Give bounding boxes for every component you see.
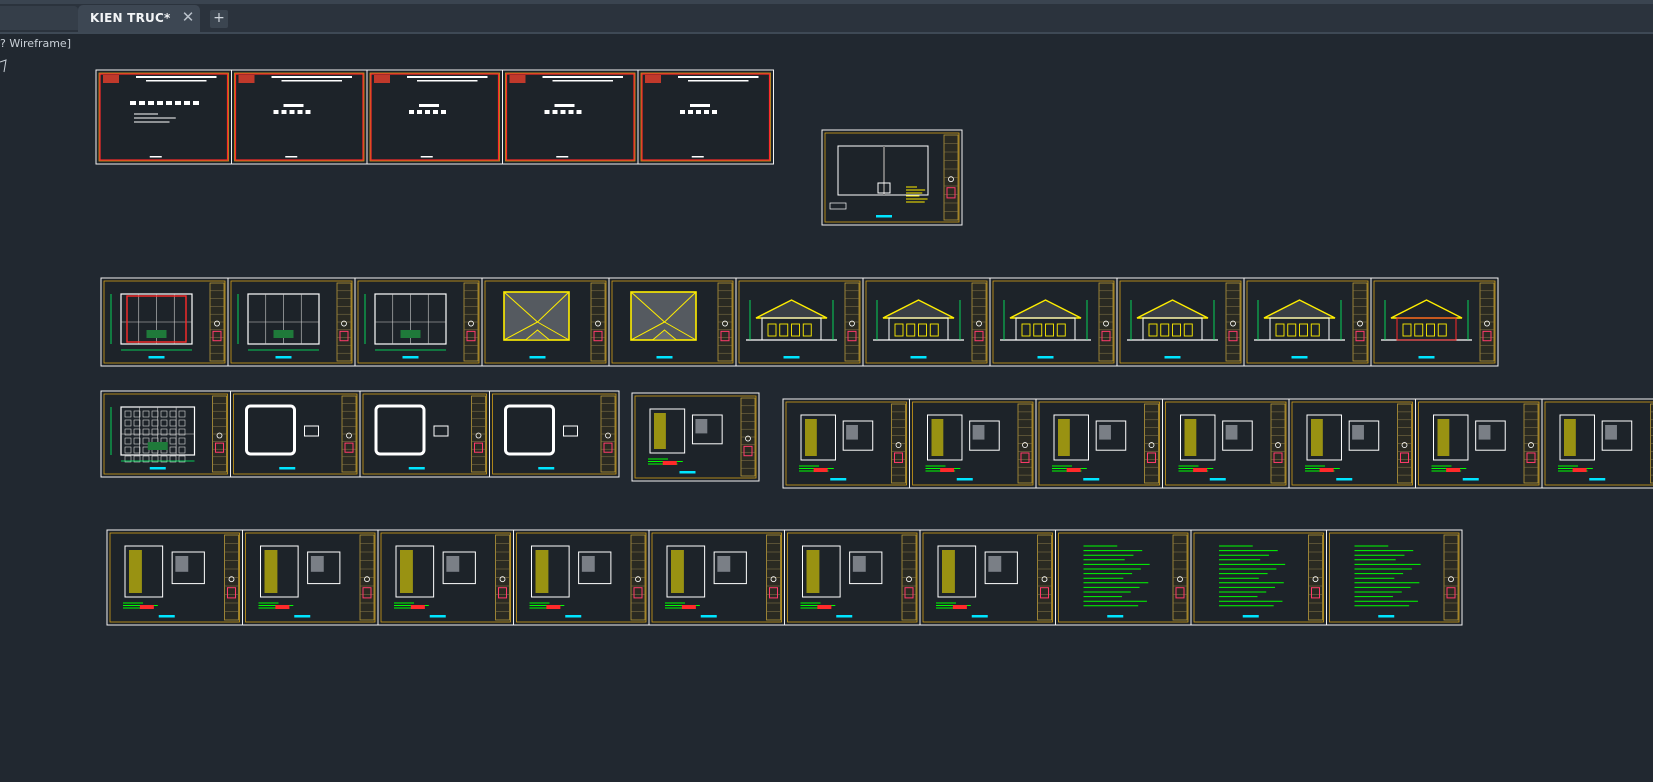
sheet-roof-plan[interactable]	[608, 277, 737, 367]
sheet-detail[interactable]	[919, 529, 1056, 626]
sheet-elevation[interactable]	[735, 277, 864, 367]
sheet-detail[interactable]	[1288, 398, 1416, 489]
sheet-detail[interactable]	[377, 529, 514, 626]
sheet-foundation[interactable]	[100, 390, 231, 478]
sheet-floor-plan[interactable]	[354, 277, 483, 367]
sheet-notes[interactable]	[1055, 529, 1192, 626]
tab-label: KIEN TRUC*	[90, 11, 171, 25]
sheet-index[interactable]	[366, 69, 503, 165]
sheet-roof-plan[interactable]	[481, 277, 610, 367]
sheet-detail[interactable]	[631, 392, 760, 482]
sheet-column[interactable]	[230, 390, 361, 478]
sheet-elevation[interactable]	[989, 277, 1118, 367]
new-tab-button[interactable]: +	[210, 10, 228, 28]
model-space-canvas[interactable]	[0, 32, 1653, 782]
sheet-index[interactable]	[502, 69, 639, 165]
sheet-detail[interactable]	[1415, 398, 1543, 489]
sheet-site[interactable]	[100, 277, 229, 367]
sheet-floor-plan[interactable]	[227, 277, 356, 367]
sheet-detail[interactable]	[909, 398, 1037, 489]
sheet-detail[interactable]	[1541, 398, 1653, 489]
window-title-strip	[0, 0, 1653, 4]
sheet-detail[interactable]	[106, 529, 243, 626]
sheet-site-plan[interactable]	[821, 129, 963, 226]
tab-previous-file[interactable]	[0, 6, 78, 30]
sheet-detail[interactable]	[1035, 398, 1163, 489]
sheet-index[interactable]	[637, 69, 774, 165]
sheet-notes[interactable]	[1326, 529, 1463, 626]
sheet-section[interactable]	[1370, 277, 1499, 367]
sheet-index[interactable]	[231, 69, 368, 165]
close-icon[interactable]: ✕	[181, 8, 195, 26]
ucs-icon	[0, 59, 7, 73]
sheet-detail[interactable]	[1162, 398, 1290, 489]
sheet-elevation[interactable]	[1116, 277, 1245, 367]
sheet-cover[interactable]	[95, 69, 232, 165]
visual-style-control[interactable]: ? Wireframe]	[0, 37, 71, 50]
sheet-detail[interactable]	[784, 529, 921, 626]
drawing-sheets	[95, 69, 1653, 626]
sheet-detail[interactable]	[513, 529, 650, 626]
sheet-column[interactable]	[359, 390, 490, 478]
sheet-detail[interactable]	[242, 529, 379, 626]
sheet-detail[interactable]	[782, 398, 910, 489]
sheet-detail[interactable]	[648, 529, 785, 626]
file-tab-bar: KIEN TRUC* ✕ +	[0, 4, 1653, 34]
tab-kien-truc[interactable]: KIEN TRUC* ✕	[78, 5, 200, 32]
sheet-notes[interactable]	[1190, 529, 1327, 626]
sheet-elevation[interactable]	[1243, 277, 1372, 367]
sheet-column[interactable]	[489, 390, 620, 478]
sheet-elevation[interactable]	[862, 277, 991, 367]
